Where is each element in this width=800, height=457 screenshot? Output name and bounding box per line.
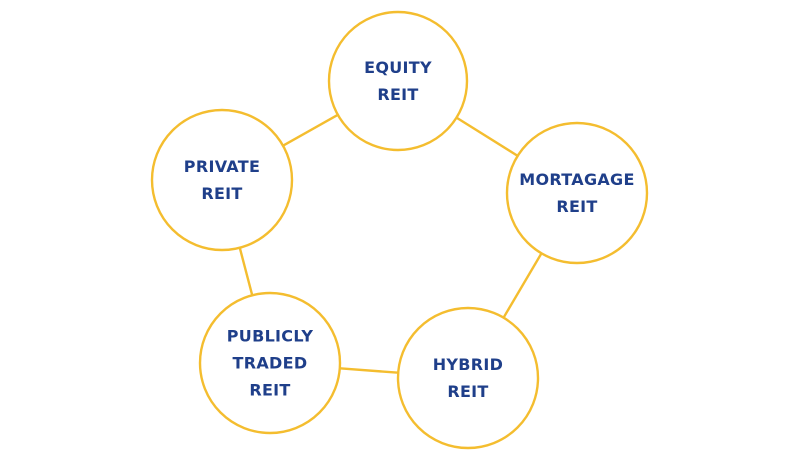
node-label-private-line-1: PRIVATE [184,157,260,176]
node-mortgage: MORTAGAGE REIT [505,121,649,265]
node-hybrid: HYBRID REIT [396,306,540,450]
node-label-publicly-traded-line-2: TRADED [233,354,308,373]
node-circle-equity [327,10,469,152]
connectors [238,113,543,374]
node-label-publicly-traded-line-3: REIT [249,381,290,400]
connector-publicly-traded-private [238,247,254,296]
node-private: PRIVATE REIT [150,108,294,252]
node-label-equity-line-1: EQUITY [364,58,432,77]
node-circle-private [150,108,294,252]
node-label-mortgage-line-2: REIT [556,197,597,216]
node-circle-mortgage [505,121,649,265]
node-equity: EQUITY REIT [327,10,469,152]
node-label-equity-line-2: REIT [377,85,418,104]
node-circle-publicly-traded [198,291,342,435]
nodes: EQUITYREITMORTAGAGEREITHYBRIDREITPUBLICL… [150,10,649,450]
connector-mortgage-hybrid [502,252,543,319]
node-label-hybrid-line-1: HYBRID [433,355,504,374]
node-publicly-traded: PUBLICLY TRADED REIT [198,291,342,435]
node-label-hybrid-line-2: REIT [447,382,488,401]
node-label-publicly-traded-line-1: PUBLICLY [227,327,314,346]
connector-private-equity [282,113,339,147]
node-circle-hybrid [396,306,540,450]
connector-equity-mortgage [455,116,519,157]
node-label-private-line-2: REIT [201,184,242,203]
connector-hybrid-publicly-traded [339,367,399,374]
node-label-mortgage-line-1: MORTAGAGE [519,170,634,189]
